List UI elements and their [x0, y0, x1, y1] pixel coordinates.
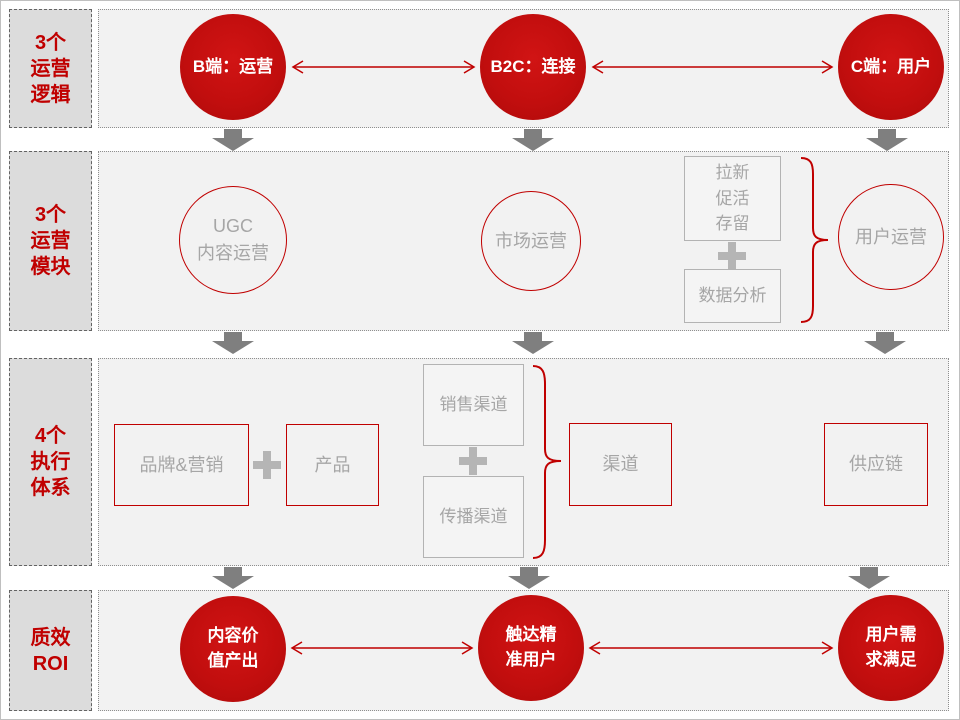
down-arrow-icon: [864, 332, 906, 354]
box-sales-channel: 销售渠道: [423, 364, 524, 446]
circle-text: UGC 内容运营: [197, 216, 269, 263]
circle-reach-precise-users: 触达精 准用户: [478, 595, 584, 701]
down-arrow-icon: [512, 332, 554, 354]
box-product: 产品: [286, 424, 379, 506]
circle-content-value-output: 内容价 值产出: [180, 596, 286, 702]
box-supply-chain: 供应链: [824, 423, 928, 506]
circle-user-needs-satisfied: 用户需 求满足: [838, 595, 944, 701]
circle-user-operation: 用户运营: [838, 184, 944, 290]
down-arrow-icon: [848, 567, 890, 589]
box-text: 品牌&营销: [139, 454, 224, 475]
double-arrow-icon: [291, 60, 476, 74]
circle-text: 用户需 求满足: [865, 625, 917, 669]
double-arrow-icon: [588, 641, 834, 655]
sidebar-label-text: 质效 ROI: [30, 626, 71, 675]
box-text: 数据分析: [698, 286, 767, 306]
sidebar-label-roi: 质效 ROI: [9, 590, 92, 711]
plus-icon: [459, 447, 487, 475]
sidebar-label-operation-logic: 3个 运营 逻辑: [9, 9, 92, 128]
circle-text: 触达精 准用户: [505, 625, 557, 669]
box-data-analysis: 数据分析: [684, 269, 781, 323]
box-text: 销售渠道: [439, 395, 508, 415]
right-brace-icon: [800, 157, 829, 323]
down-arrow-icon: [212, 332, 254, 354]
box-growth-activation-retention: 拉新 促活 存留: [684, 156, 781, 241]
sidebar-label-execution-systems: 4个 执行 体系: [9, 358, 92, 566]
box-spread-channel: 传播渠道: [423, 476, 524, 558]
circle-text: B2C：连接: [490, 56, 576, 76]
down-arrow-icon: [212, 129, 254, 151]
box-text: 渠道: [602, 454, 639, 474]
circle-b2c-connection: B2C：连接: [480, 14, 586, 120]
box-text: 供应链: [849, 454, 903, 474]
circle-c-side-user: C端：用户: [838, 14, 944, 120]
circle-text: 用户运营: [855, 226, 927, 247]
right-brace-icon: [532, 365, 562, 559]
plus-icon: [718, 242, 746, 270]
circle-ugc-content-operation: UGC 内容运营: [179, 186, 287, 294]
sidebar-label-text: 4个 执行 体系: [30, 425, 71, 499]
plus-icon: [253, 451, 281, 479]
circle-text: C端：用户: [850, 56, 932, 76]
box-channel: 渠道: [569, 423, 672, 506]
box-text: 拉新 促活 存留: [715, 163, 750, 234]
circle-b-side-operation: B端：运营: [180, 14, 286, 120]
box-text: 产品: [314, 454, 351, 475]
sidebar-label-text: 3个 运营 模块: [30, 204, 71, 278]
sidebar-label-operation-modules: 3个 运营 模块: [9, 151, 92, 331]
double-arrow-icon: [591, 60, 834, 74]
down-arrow-icon: [512, 129, 554, 151]
double-arrow-icon: [290, 641, 474, 655]
box-text: 传播渠道: [439, 507, 508, 527]
sidebar-label-text: 3个 运营 逻辑: [30, 31, 71, 106]
circle-text: B端：运营: [192, 56, 274, 76]
down-arrow-icon: [212, 567, 254, 589]
down-arrow-icon: [508, 567, 550, 589]
circle-text: 内容价 值产出: [207, 626, 259, 670]
box-brand-marketing: 品牌&营销: [114, 424, 249, 506]
circle-market-operation: 市场运营: [481, 191, 581, 291]
circle-text: 市场运营: [495, 230, 567, 251]
down-arrow-icon: [866, 129, 908, 151]
